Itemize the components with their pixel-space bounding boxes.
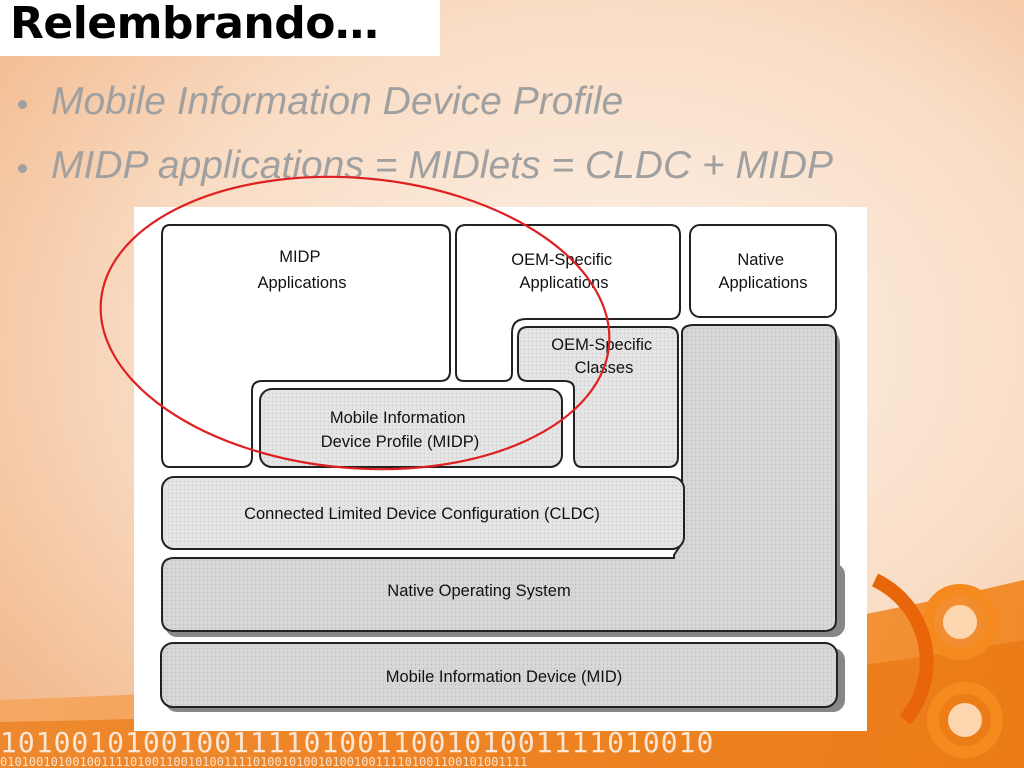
- native-applications-label: Native Applications: [719, 251, 808, 292]
- slide-title: Relembrando…: [10, 0, 379, 49]
- midp-box: [259, 388, 563, 468]
- bullet-dot-icon: [18, 164, 27, 173]
- midp-architecture-figure: MIDP Applications OEM-Specific Applicati…: [134, 207, 867, 731]
- mid-box: [160, 642, 838, 708]
- cldc-box: [161, 476, 685, 550]
- title-bar: Relembrando…: [0, 0, 440, 56]
- bullet-dot-icon: [18, 100, 27, 109]
- native-os-label: Native Operating System: [387, 582, 570, 600]
- cldc-label: Connected Limited Device Configuration (…: [244, 505, 600, 523]
- native-applications-box: [689, 224, 837, 318]
- native-os-box: [161, 324, 837, 632]
- mid-label: Mobile Information Device (MID): [386, 668, 623, 686]
- bullet-text: Mobile Information Device Profile: [51, 80, 624, 123]
- decorative-rings: [871, 573, 1003, 758]
- bullet-text: MIDP applications = MIDlets = CLDC + MID…: [51, 144, 834, 187]
- midp-architecture-diagram: MIDP Applications OEM-Specific Applicati…: [160, 224, 845, 712]
